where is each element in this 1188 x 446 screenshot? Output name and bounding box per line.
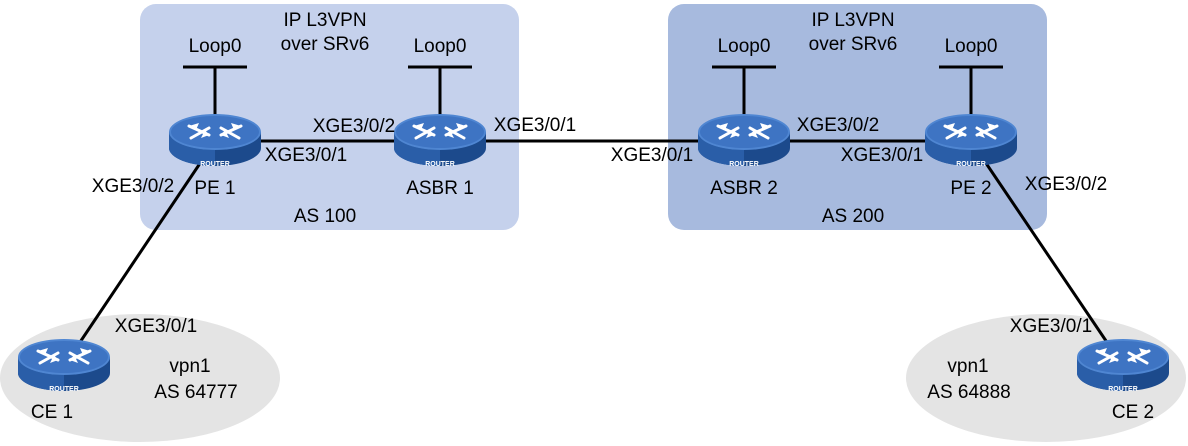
router-badge: ROUTER bbox=[956, 161, 986, 168]
if-asbr1-to-pe1: XGE3/0/2 bbox=[313, 116, 395, 137]
if-pe2-to-ce2: XGE3/0/2 bbox=[1025, 174, 1107, 195]
loop-label-asbr1: Loop0 bbox=[414, 36, 467, 57]
device-name-pe2: PE 2 bbox=[950, 178, 991, 199]
router-ce2[interactable]: ROUTER bbox=[1075, 337, 1171, 393]
if-asbr1-to-asbr2: XGE3/0/1 bbox=[494, 115, 576, 136]
vpn-right-as: AS 64888 bbox=[927, 382, 1010, 403]
if-pe2-to-asbr2: XGE3/0/1 bbox=[841, 145, 923, 166]
vpn-right-name: vpn1 bbox=[947, 356, 988, 377]
device-name-ce1: CE 1 bbox=[31, 402, 73, 423]
as100-title-line2: over SRv6 bbox=[281, 34, 370, 55]
router-badge: ROUTER bbox=[425, 161, 455, 168]
as100-title-line1: IP L3VPN bbox=[283, 10, 366, 31]
device-name-asbr2: ASBR 2 bbox=[710, 178, 778, 199]
loop-label-asbr2: Loop0 bbox=[718, 36, 771, 57]
as200-title-line2: over SRv6 bbox=[809, 34, 898, 55]
link-pe1-ce1 bbox=[62, 140, 217, 367]
router-pe1[interactable]: ROUTER bbox=[167, 112, 263, 168]
router-ce1[interactable]: ROUTER bbox=[16, 337, 112, 393]
as200-label: AS 200 bbox=[822, 206, 884, 227]
as200-title-line1: IP L3VPN bbox=[811, 10, 894, 31]
loop-label-pe2: Loop0 bbox=[945, 36, 998, 57]
router-asbr1[interactable]: ROUTER bbox=[392, 112, 488, 168]
router-badge: ROUTER bbox=[729, 161, 759, 168]
as100-region bbox=[140, 4, 519, 230]
router-icon bbox=[167, 112, 263, 168]
router-icon bbox=[1075, 337, 1171, 393]
device-name-ce2: CE 2 bbox=[1112, 402, 1154, 423]
link-pe2-ce2 bbox=[969, 140, 1125, 367]
device-name-asbr1: ASBR 1 bbox=[406, 178, 474, 199]
if-pe1-to-ce1: XGE3/0/2 bbox=[92, 176, 174, 197]
vpn-left-name: vpn1 bbox=[169, 356, 210, 377]
if-pe1-to-asbr1: XGE3/0/1 bbox=[265, 145, 347, 166]
if-ce1-to-pe1: XGE3/0/1 bbox=[115, 316, 197, 337]
if-asbr2-to-pe2: XGE3/0/2 bbox=[797, 115, 879, 136]
router-badge: ROUTER bbox=[1108, 386, 1138, 393]
loop-label-pe1: Loop0 bbox=[189, 36, 242, 57]
device-name-pe1: PE 1 bbox=[194, 178, 235, 199]
router-icon bbox=[16, 337, 112, 393]
as200-region bbox=[668, 4, 1047, 230]
router-icon bbox=[392, 112, 488, 168]
router-icon bbox=[696, 112, 792, 168]
router-pe2[interactable]: ROUTER bbox=[923, 112, 1019, 168]
router-icon bbox=[923, 112, 1019, 168]
router-badge: ROUTER bbox=[200, 161, 230, 168]
router-asbr2[interactable]: ROUTER bbox=[696, 112, 792, 168]
if-asbr2-to-asbr1: XGE3/0/1 bbox=[611, 145, 693, 166]
router-badge: ROUTER bbox=[49, 386, 79, 393]
vpn-left-as: AS 64777 bbox=[154, 382, 237, 403]
as100-label: AS 100 bbox=[294, 206, 356, 227]
if-ce2-to-pe2: XGE3/0/1 bbox=[1010, 316, 1092, 337]
